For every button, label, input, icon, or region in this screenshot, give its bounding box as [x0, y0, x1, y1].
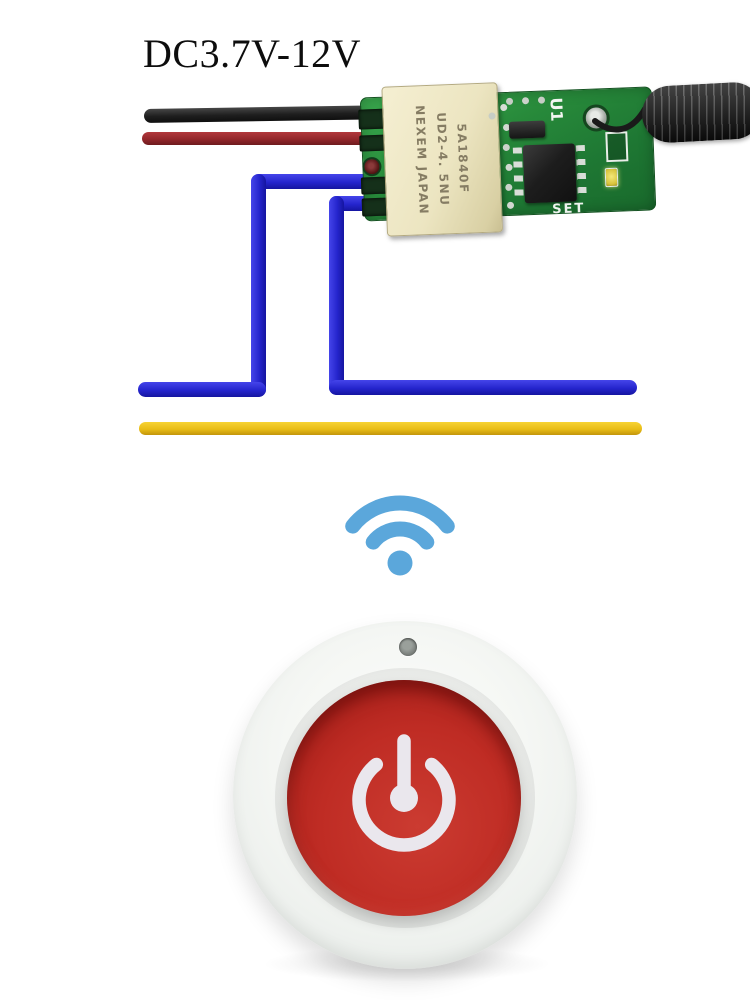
lanyard-hole [399, 638, 417, 656]
power-icon [352, 734, 456, 852]
positive-input-wire [142, 132, 394, 145]
relay-switch-wire-a-bottom [138, 382, 266, 397]
negative-input-wire [143, 105, 393, 123]
antenna-lead-wire [592, 106, 648, 133]
relay-switch-wire-a-vertical [251, 174, 266, 397]
relay-switch-wire-a-top [251, 174, 392, 189]
voltage-range-label: DC3.7V-12V [143, 31, 361, 76]
relay-switch-wire-b-vertical [329, 196, 344, 395]
silkscreen-set-label: SET [551, 201, 586, 218]
relay-marking-line2: UD2-4. 5NU [433, 112, 452, 207]
load-wire [139, 422, 642, 435]
relay-switch-wire-b-bottom [329, 380, 637, 395]
ic-chip [522, 143, 577, 204]
smd-component [508, 120, 546, 139]
relay-marking: 5A1840F UD2-4. 5NU NEXEM JAPAN [410, 103, 475, 216]
spring-antenna-coil [640, 80, 750, 145]
silkscreen-u1-label: U1 [546, 97, 567, 122]
relay-component: 5A1840F UD2-4. 5NU NEXEM JAPAN [381, 82, 504, 237]
relay-marking-line1: 5A1840F [454, 123, 472, 195]
status-led [604, 167, 619, 188]
wifi-signal-icon [345, 495, 455, 576]
